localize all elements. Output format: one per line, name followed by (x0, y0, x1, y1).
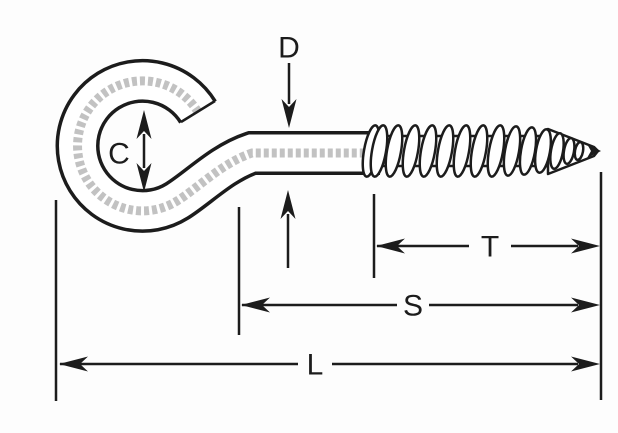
d-lower-arrowhead-up (280, 190, 296, 219)
t-arrowhead-left (376, 238, 405, 254)
t-label: T (481, 231, 499, 264)
dimension-T: T (376, 231, 600, 264)
l-label: L (307, 349, 324, 382)
dimension-L: L (59, 349, 600, 382)
thread-crest (452, 124, 472, 178)
thread-crest (486, 124, 506, 178)
thread-crest (384, 124, 404, 178)
s-label: S (403, 290, 423, 323)
thread-crest (469, 124, 489, 178)
thread-crest (401, 124, 421, 178)
lag-threads (361, 124, 601, 178)
c-arrowhead-down (136, 163, 152, 192)
l-arrowhead-right (571, 356, 600, 372)
thread-crest (573, 140, 585, 162)
d-upper-arrowhead-down (281, 99, 297, 128)
c-arrowhead-up (136, 110, 152, 139)
dimension-C: C (108, 110, 152, 192)
wire-cut-end-edge (180, 99, 216, 124)
eye-and-shank-shading (73, 76, 380, 216)
thread-crest (435, 124, 455, 178)
screw-eye-body (55, 58, 380, 233)
d-label: D (278, 32, 300, 65)
s-arrowhead-left (241, 297, 270, 313)
l-arrowhead-left (59, 356, 88, 372)
extension-lines (54, 172, 603, 401)
thread-crest (502, 125, 522, 177)
c-label: C (108, 138, 130, 171)
dimension-S: S (241, 290, 600, 323)
screw-point-tip (587, 144, 601, 158)
s-arrowhead-right (571, 297, 600, 313)
thread-crest (418, 124, 438, 178)
t-arrowhead-right (571, 238, 600, 254)
dimension-D: D (278, 32, 300, 268)
